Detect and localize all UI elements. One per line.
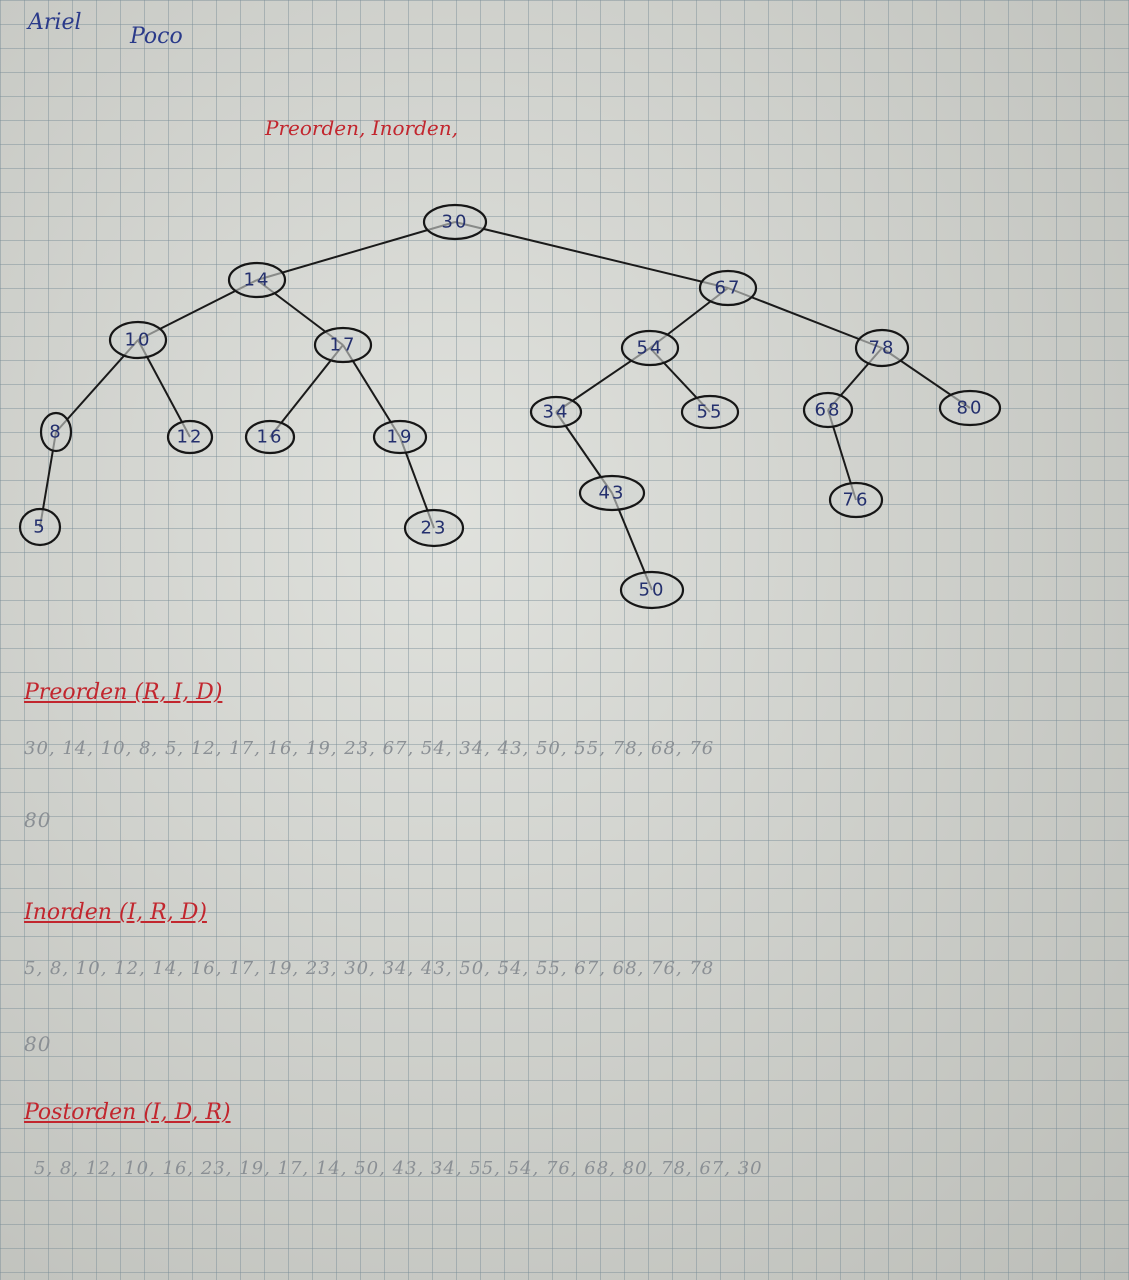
tree-node-label: 30 xyxy=(442,212,469,233)
tree-node-circle xyxy=(578,474,646,512)
tree-edge-30-14 xyxy=(256,221,456,281)
tree-nodes: 30 14 67 10 17 54 78 8 12 16 19 34 55 68 80 5 23 43 76 50 xyxy=(18,203,1002,610)
preorder-heading: Preorden (R, I, D) xyxy=(24,680,223,705)
tree-node-43: 43 xyxy=(578,474,646,512)
tree-node-circle xyxy=(802,391,854,429)
tree-node-label: 55 xyxy=(697,402,724,423)
tree-node-circle xyxy=(828,481,884,519)
tree-node-circle xyxy=(39,411,73,453)
tree-node-54: 54 xyxy=(620,329,680,367)
tree-node-34: 34 xyxy=(529,395,583,429)
tree-node-12: 12 xyxy=(166,419,214,455)
tree-node-19: 19 xyxy=(372,419,428,455)
tree-node-label: 76 xyxy=(843,490,870,511)
tree-node-circle xyxy=(372,419,428,455)
tree-node-label: 50 xyxy=(639,580,666,601)
tree-edge-67-78 xyxy=(727,287,883,349)
tree-node-label: 43 xyxy=(599,483,626,504)
tree-node-circle xyxy=(529,395,583,429)
tree-node-circle xyxy=(18,507,62,547)
preorder-sequence-line-1: 30, 14, 10, 8, 5, 12, 17, 16, 19, 23, 67… xyxy=(24,738,715,759)
tree-node-label: 34 xyxy=(543,402,570,423)
preorder-sequence-line-2: 80 xyxy=(24,808,52,832)
tree-node-label: 80 xyxy=(957,398,984,419)
tree-node-23: 23 xyxy=(403,508,465,548)
author-first-name: Ariel xyxy=(28,10,82,35)
tree-node-label: 16 xyxy=(257,427,284,448)
tree-node-80: 80 xyxy=(938,389,1002,427)
tree-node-label: 12 xyxy=(177,427,204,448)
tree-node-label: 17 xyxy=(330,335,357,356)
tree-node-circle xyxy=(403,508,465,548)
tree-node-50: 50 xyxy=(619,570,685,610)
author-last-name: Poco xyxy=(130,24,183,49)
tree-node-10: 10 xyxy=(108,320,168,360)
inorder-sequence-line-2: 80 xyxy=(24,1032,52,1056)
tree-node-circle xyxy=(313,326,373,364)
tree-node-label: 10 xyxy=(125,330,152,351)
tree-node-circle xyxy=(938,389,1002,427)
postorder-heading: Postorden (I, D, R) xyxy=(24,1100,231,1125)
tree-node-label: 68 xyxy=(815,400,842,421)
tree-node-circle xyxy=(422,203,488,241)
inorder-sequence-line-1: 5, 8, 10, 12, 14, 16, 17, 19, 23, 30, 34… xyxy=(24,958,715,979)
tree-node-16: 16 xyxy=(244,419,296,455)
tree-node-circle xyxy=(166,419,214,455)
tree-node-label: 67 xyxy=(715,278,742,299)
tree-node-label: 14 xyxy=(244,270,271,291)
tree-node-circle xyxy=(854,328,910,368)
tree-node-76: 76 xyxy=(828,481,884,519)
tree-node-30: 30 xyxy=(422,203,488,241)
tree-node-label: 78 xyxy=(869,338,896,359)
page-title: Preorden, Inorden, xyxy=(265,116,458,140)
binary-tree-diagram: 30 14 67 10 17 54 78 8 12 16 19 34 55 68 80 5 23 43 76 50 xyxy=(18,203,1002,610)
tree-node-circle xyxy=(108,320,168,360)
tree-node-circle xyxy=(620,329,680,367)
tree-node-circle xyxy=(227,261,287,299)
tree-node-17: 17 xyxy=(313,326,373,364)
tree-node-55: 55 xyxy=(680,394,740,430)
tree-node-label: 19 xyxy=(387,427,414,448)
tree-node-68: 68 xyxy=(802,391,854,429)
tree-node-circle xyxy=(680,394,740,430)
tree-edge-30-67 xyxy=(454,221,729,289)
tree-node-label: 23 xyxy=(421,518,448,539)
inorder-heading: Inorden (I, R, D) xyxy=(24,900,207,925)
tree-node-78: 78 xyxy=(854,328,910,368)
tree-node-circle xyxy=(698,269,758,307)
tree-node-67: 67 xyxy=(698,269,758,307)
tree-node-label: 54 xyxy=(637,338,664,359)
tree-node-5: 5 xyxy=(18,507,62,547)
tree-node-label: 5 xyxy=(33,517,46,538)
tree-node-circle xyxy=(244,419,296,455)
tree-node-8: 8 xyxy=(39,411,73,453)
tree-node-circle xyxy=(619,570,685,610)
postorder-sequence-line-1: 5, 8, 12, 10, 16, 23, 19, 17, 14, 50, 43… xyxy=(34,1158,763,1179)
tree-node-label: 8 xyxy=(49,422,62,443)
tree-node-14: 14 xyxy=(227,261,287,299)
